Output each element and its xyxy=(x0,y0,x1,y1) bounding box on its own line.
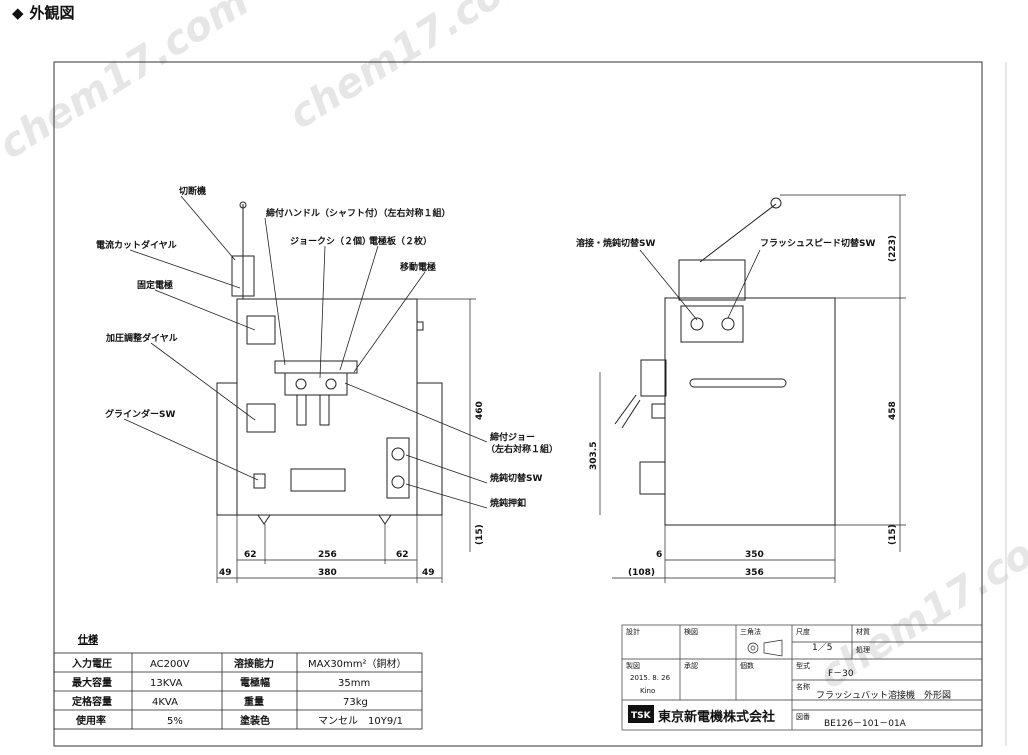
dim-side-303-5: 303.5 xyxy=(589,442,599,470)
label-clamp-jaw-1: 締付ジョー xyxy=(490,431,535,443)
tb-model-value: F－30 xyxy=(828,669,854,679)
dim-front-380: 380 xyxy=(318,568,337,578)
spec-cell: 最大容量 xyxy=(72,676,112,689)
tb-design-label: 設計 xyxy=(626,627,640,636)
label-clamp-jaw-2: （左右対称１組） xyxy=(486,443,558,455)
tb-drawn-by: Kino xyxy=(640,687,655,695)
dim-side-458: 458 xyxy=(888,401,898,420)
title-block-grid xyxy=(621,624,983,731)
tb-name-label: 名称 xyxy=(796,682,810,691)
label-jaw-key: ジョークシ（２個） xyxy=(290,235,371,247)
label-cutter: 切断機 xyxy=(179,185,206,197)
dim-side-15: (15) xyxy=(888,524,898,545)
label-fixed-electrode: 固定電極 xyxy=(137,279,173,291)
label-pressure-dial: 加圧調整ダイヤル xyxy=(105,332,178,344)
spec-cell: マンセル 10Y9/1 xyxy=(318,715,403,727)
tb-qty-label: 個数 xyxy=(740,661,754,670)
projection-inner-circle-icon xyxy=(750,645,756,651)
spec-cell: AC200V xyxy=(150,659,190,670)
tb-drawn-date: 2015. 8. 26 xyxy=(630,674,671,682)
spec-table-grid xyxy=(53,652,423,730)
tb-dwg-no: BE126－101－01A xyxy=(824,719,907,729)
tb-model-label: 型式 xyxy=(796,661,810,670)
label-anneal-sw: 焼鈍切替SW xyxy=(490,472,542,484)
dim-side-223: (223) xyxy=(888,235,898,262)
label-moving-electrode: 移動電極 xyxy=(400,261,436,273)
tb-treatment-label: 処理 xyxy=(856,645,870,654)
tb-projection-label: 三角法 xyxy=(740,627,761,636)
tb-approved-label: 承認 xyxy=(684,661,698,670)
spec-cell: 塗装色 xyxy=(240,714,270,727)
spec-cell: 5% xyxy=(167,716,183,727)
label-anneal-push: 焼鈍押釦 xyxy=(490,497,526,509)
section-header: ◆ 外観図 xyxy=(12,2,75,23)
spec-cell: 入力電圧 xyxy=(72,657,112,670)
watermark: chem17.com xyxy=(281,0,547,138)
tb-dwg-label: 図番 xyxy=(796,713,810,721)
spec-cell: 定格容量 xyxy=(72,695,112,708)
tb-scale-label: 尺度 xyxy=(796,627,810,636)
spec-cell: 4KVA xyxy=(152,697,178,708)
company-logo xyxy=(628,705,654,723)
side-view xyxy=(614,197,836,526)
label-electrode-plate: 電極板（２枚） xyxy=(369,235,432,247)
tb-drawn-label: 製図 xyxy=(626,661,640,670)
projection-cone-icon xyxy=(763,639,783,657)
spec-cell: 溶接能力 xyxy=(234,657,274,670)
title-block-text: 設計 検図 三角法 尺度 1／5 材質 処理 製図 2015. 8. 26 Ki… xyxy=(626,627,951,729)
spec-title: 仕様 xyxy=(77,633,99,646)
tb-scale-value: 1／5 xyxy=(812,642,832,653)
dim-front-62-right: 62 xyxy=(396,550,409,560)
dim-side-108: (108) xyxy=(628,568,655,578)
spec-cell: 重量 xyxy=(244,695,264,708)
label-grinder-sw: グラインダーSW xyxy=(105,408,175,420)
tb-material-label: 材質 xyxy=(856,627,870,636)
dim-front-15: (15) xyxy=(475,524,485,545)
dim-side-356: 356 xyxy=(745,568,764,578)
dim-front-49-right: 49 xyxy=(422,568,435,578)
tb-name-value: フラッシュバット溶接機 外形図 xyxy=(816,689,951,701)
spec-cell: 73kg xyxy=(343,697,368,708)
watermark: chem17.com xyxy=(0,0,257,168)
projection-circle-icon xyxy=(747,642,759,654)
callout-labels: 切断機 電流カットダイヤル 固定電極 加圧調整ダイヤル グラインダーSW 締付ハ… xyxy=(96,185,875,509)
spec-cell: 35mm xyxy=(338,678,370,689)
callout-leaders xyxy=(123,195,761,509)
spec-cell: 電極幅 xyxy=(240,676,270,689)
spec-cell: 使用率 xyxy=(75,714,106,727)
spec-table-cells: 入力電圧 AC200V 溶接能力 MAX30mm²（銅材） 最大容量 13KVA… xyxy=(72,657,407,727)
spec-cell: MAX30mm²（銅材） xyxy=(308,657,407,670)
dim-side-6: 6 xyxy=(656,550,662,560)
front-view xyxy=(216,201,443,525)
label-clamp-handle: 締付ハンドル（シャフト付）（左右対称１組） xyxy=(266,207,451,219)
company-name: 東京新電機株式会社 xyxy=(658,709,775,725)
section-title: 外観図 xyxy=(29,4,75,22)
dimension-values: 62 256 62 49 380 49 460 (15) 303.5 6 350… xyxy=(219,235,898,578)
diamond-bullet-icon: ◆ xyxy=(12,4,24,22)
label-current-dial: 電流カットダイヤル xyxy=(96,239,177,251)
tb-check-label: 検図 xyxy=(684,627,698,636)
dimension-lines xyxy=(216,194,906,583)
label-flash-speed-sw: フラッシュスピード切替SW xyxy=(760,237,875,249)
dim-front-62-left: 62 xyxy=(244,550,257,560)
spec-cell: 13KVA xyxy=(150,678,182,689)
dim-side-350: 350 xyxy=(745,550,764,560)
company-logo-text: TSK xyxy=(631,711,652,721)
dim-front-460: 460 xyxy=(475,401,485,420)
drawing-frame xyxy=(53,61,983,747)
dim-front-256: 256 xyxy=(318,550,337,560)
dim-front-49-left: 49 xyxy=(219,568,232,578)
label-weld-anneal-sw: 溶接・焼鈍切替SW xyxy=(576,237,655,249)
